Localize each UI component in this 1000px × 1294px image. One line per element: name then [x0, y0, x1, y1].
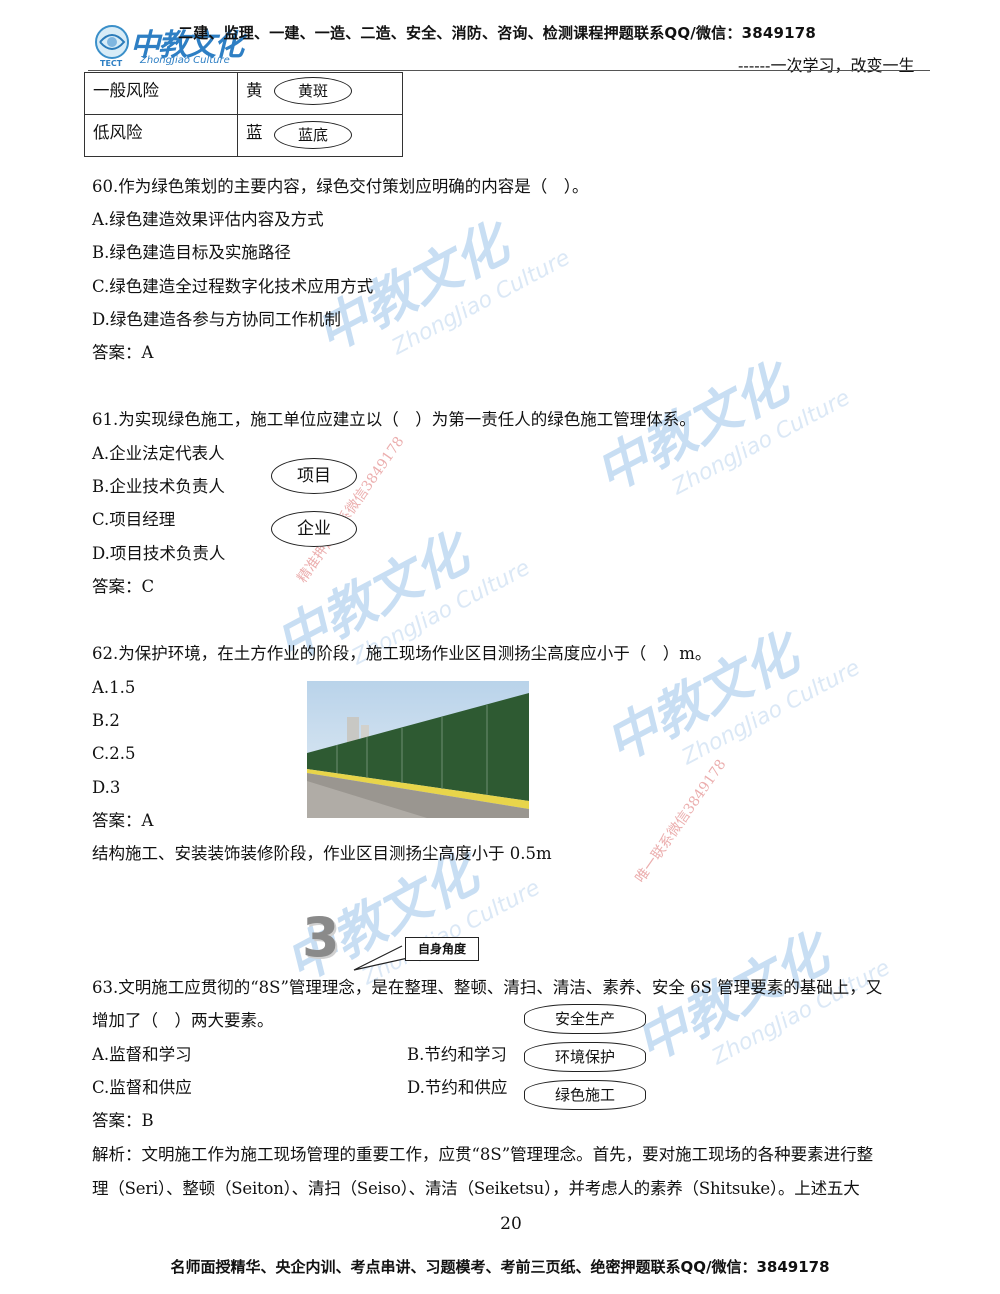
question-option: D.节约和供应	[407, 1078, 508, 1097]
question-note: 结构施工、安装装饰装修阶段，作业区目测扬尘高度小于 0.5m	[92, 844, 552, 863]
question-option: B.节约和学习	[407, 1045, 507, 1064]
question-option: D.3	[92, 778, 121, 797]
handwritten-note-oval: 企业	[271, 511, 357, 547]
callout-pointer-icon	[353, 945, 409, 971]
header-promo-text: 二建、监理、一建、一造、二造、安全、消防、咨询、检测课程押题联系QQ/微信：38…	[178, 24, 817, 42]
handwritten-note-cloud: 绿色施工	[524, 1080, 646, 1110]
callout-box: 自身角度	[405, 937, 479, 961]
construction-fence-photo	[307, 681, 529, 818]
table-cell-color: 黄 黄斑	[237, 72, 403, 115]
question-answer: 答案：A	[92, 343, 154, 362]
handwritten-note-oval: 蓝底	[274, 121, 352, 149]
header-slogan: ------一次学习，改变一生	[738, 56, 915, 75]
question-option: B.企业技术负责人	[92, 477, 225, 496]
question-option: B.绿色建造目标及实施路径	[92, 243, 291, 262]
analysis-text: 解析：文明施工作为施工现场管理的重要工作，应贯“8S”管理理念。首先，要对施工现…	[92, 1145, 874, 1164]
logo-chinese: 中教文化	[130, 28, 244, 63]
question-stem: 63.文明施工应贯彻的“8S”管理理念，是在整理、整顿、清扫、清洁、素养、安全 …	[92, 978, 883, 997]
color-label: 蓝	[246, 123, 263, 142]
question-answer: 答案：C	[92, 577, 155, 596]
table-cell-level: 低风险	[84, 114, 238, 157]
question-option: A.1.5	[92, 678, 136, 697]
question-answer: 答案：A	[92, 811, 154, 830]
risk-level-table: 一般风险 黄 黄斑 低风险 蓝 蓝底	[84, 72, 403, 157]
question-stem: 61.为实现绿色施工，施工单位应建立以（ ）为第一责任人的绿色施工管理体系。	[92, 410, 696, 429]
question-option: C.监督和供应	[92, 1078, 192, 1097]
callout-number: 3	[302, 906, 340, 969]
table-cell-color: 蓝 蓝底	[237, 114, 403, 157]
question-option: A.监督和学习	[92, 1045, 192, 1064]
footer-promo-text: 名师面授精华、央企内训、考点串讲、习题模考、考前三页纸、绝密押题联系QQ/微信：…	[170, 1258, 830, 1276]
question-stem: 62.为保护环境，在土方作业的阶段，施工现场作业区目测扬尘高度应小于（ ）m。	[92, 644, 712, 663]
table-cell-level: 一般风险	[84, 72, 238, 115]
header-divider	[88, 70, 930, 71]
question-stem-continued: 增加了（ ）两大要素。	[92, 1011, 274, 1030]
handwritten-note-oval: 黄斑	[274, 77, 352, 105]
question-option: C.2.5	[92, 744, 136, 763]
color-label: 黄	[246, 81, 263, 100]
logo-globe-icon	[95, 25, 129, 59]
question-stem: 60.作为绿色策划的主要内容，绿色交付策划应明确的内容是（ ）。	[92, 177, 589, 196]
header-logo	[92, 20, 242, 70]
page-number: 20	[500, 1214, 522, 1234]
question-option: C.绿色建造全过程数字化技术应用方式	[92, 277, 374, 296]
question-option: A.企业法定代表人	[92, 444, 225, 463]
logo-english: ZhongJiao Culture	[140, 55, 230, 66]
analysis-text: 理（Seri）、整顿（Seiton）、清扫（Seiso）、清洁（Seiketsu…	[92, 1179, 860, 1198]
watermark-contact-text: 精准押题联系微信3849178	[294, 433, 408, 586]
question-option: B.2	[92, 711, 120, 730]
watermark-contact-text: 唯一联系微信3849178	[632, 756, 730, 886]
table-row: 一般风险 黄 黄斑	[84, 72, 403, 115]
question-option: D.绿色建造各参与方协同工作机制	[92, 310, 341, 329]
question-answer: 答案：B	[92, 1111, 154, 1130]
question-option: D.项目技术负责人	[92, 544, 226, 563]
handwritten-note-cloud: 安全生产	[524, 1004, 646, 1034]
logo-abbr: TECT	[100, 59, 123, 68]
handwritten-note-cloud: 环境保护	[524, 1042, 646, 1072]
question-option: C.项目经理	[92, 510, 176, 529]
handwritten-note-oval: 项目	[271, 458, 357, 494]
question-option: A.绿色建造效果评估内容及方式	[92, 210, 324, 229]
table-row: 低风险 蓝 蓝底	[84, 114, 403, 157]
